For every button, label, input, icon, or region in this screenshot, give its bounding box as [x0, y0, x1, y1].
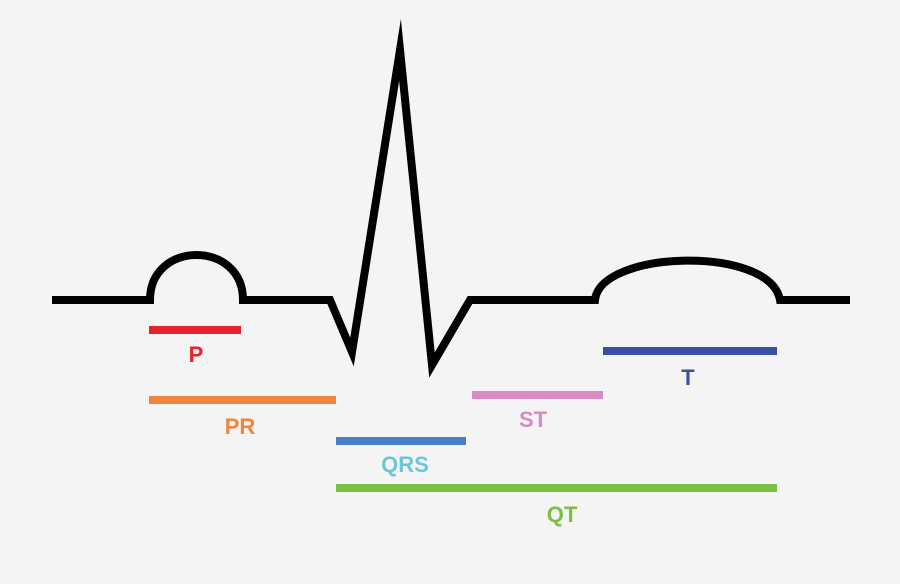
qt-interval-label: QT [547, 502, 578, 527]
ecg-waveform [52, 19, 850, 378]
qrs-complex-label: QRS [381, 452, 429, 477]
t-wave-label: T [681, 365, 695, 390]
pr-interval-label: PR [225, 414, 256, 439]
p-wave-label: P [189, 342, 204, 367]
st-segment-label: ST [519, 407, 548, 432]
